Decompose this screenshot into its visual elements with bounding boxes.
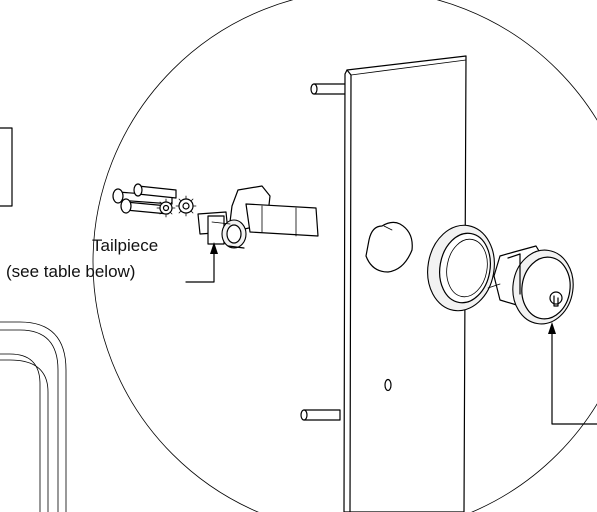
- key-cylinder: [487, 245, 574, 325]
- detail-magnifier-circle: [92, 0, 597, 512]
- screws-and-washers: [112, 183, 197, 218]
- cylinder-leader-line: [548, 322, 597, 425]
- bore-dust-shield: [365, 221, 413, 273]
- tailpiece-label: Tailpiece: [92, 236, 159, 255]
- left-edge-frame-fragment: [0, 127, 13, 207]
- mounting-pins: [300, 83, 351, 421]
- star-washer-2: [156, 198, 176, 218]
- cylinder-collar-ring: [427, 224, 495, 312]
- star-washer-1: [175, 195, 197, 217]
- tailpiece-note-label: (see table below): [6, 262, 136, 281]
- door-handle-outline: [0, 321, 67, 512]
- cam-tailpiece-assembly: [197, 185, 319, 249]
- tailpiece-leader-line: [185, 242, 218, 283]
- plate-screw-hole: [384, 378, 392, 392]
- keyway: [549, 291, 563, 305]
